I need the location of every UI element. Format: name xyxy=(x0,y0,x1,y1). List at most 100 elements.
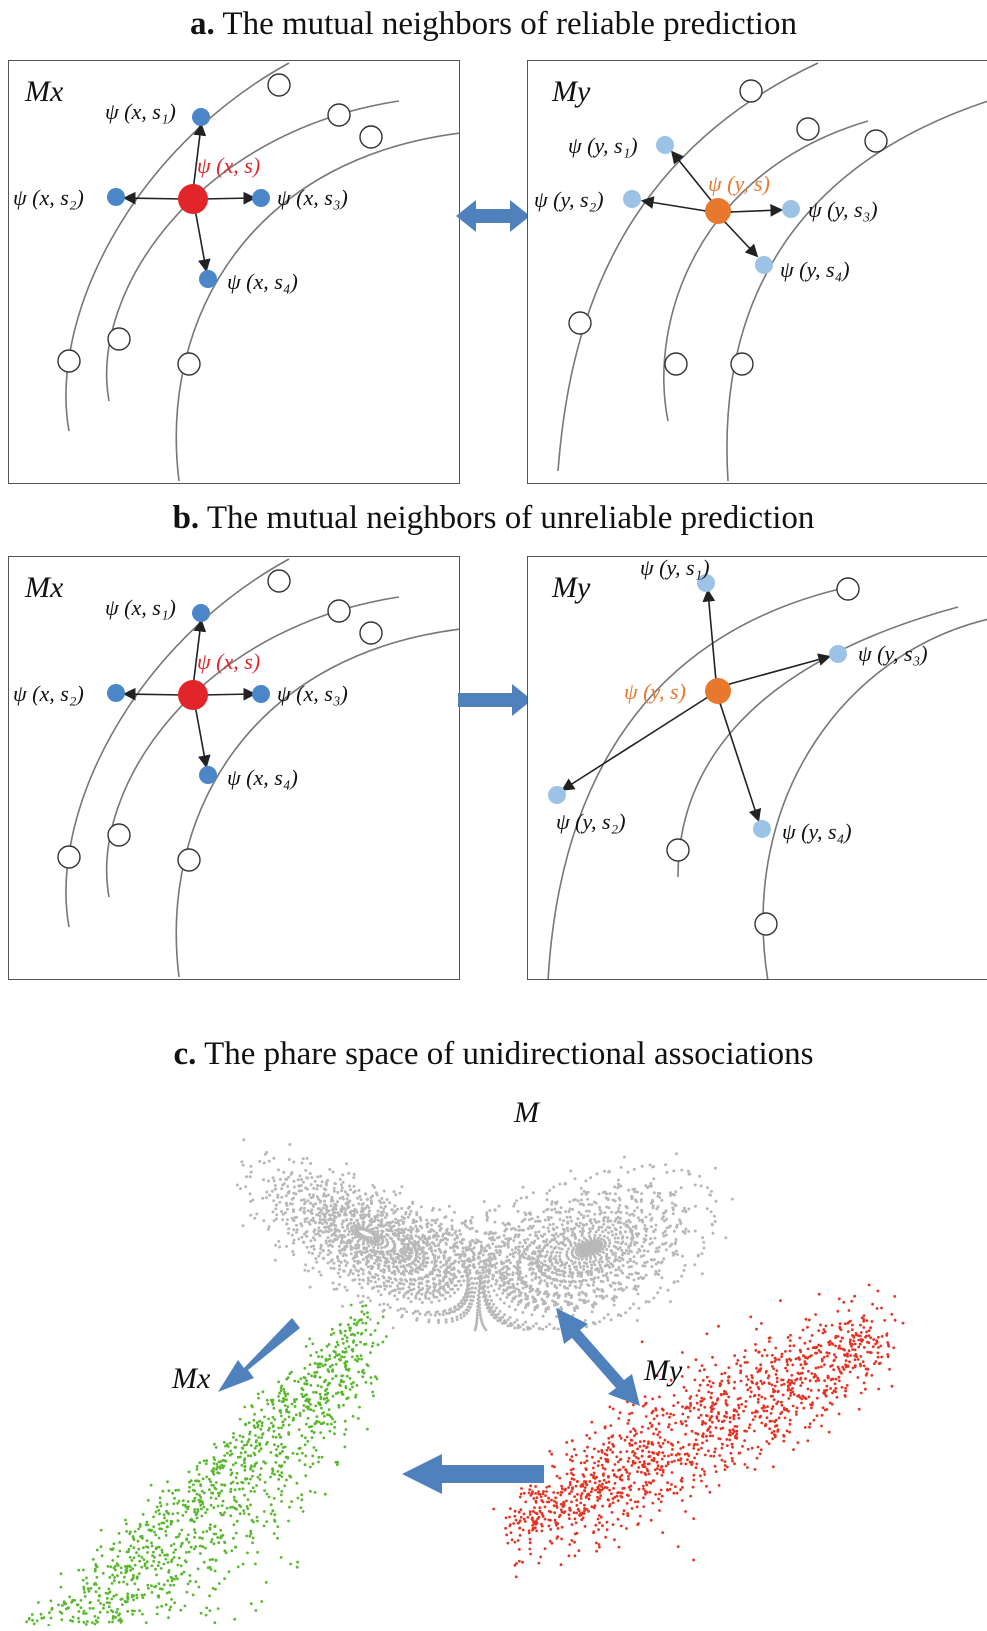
scatter-dot xyxy=(409,1277,412,1281)
scatter-dot xyxy=(570,1539,574,1542)
scatter-dot xyxy=(698,1383,702,1387)
scatter-dot xyxy=(430,1300,434,1304)
scatter-dot xyxy=(223,1459,227,1463)
scatter-dot xyxy=(426,1221,430,1225)
scatter-dot xyxy=(698,1369,702,1373)
scatter-dot xyxy=(398,1287,402,1291)
scatter-dot xyxy=(381,1315,385,1319)
scatter-dot xyxy=(505,1295,509,1299)
scatter-dot xyxy=(614,1245,618,1249)
scatter-dot xyxy=(348,1328,352,1332)
scatter-dot xyxy=(536,1263,540,1267)
scatter-dot xyxy=(485,1306,489,1310)
scatter-dot xyxy=(516,1277,520,1281)
scatter-dot xyxy=(355,1384,359,1387)
scatter-dot xyxy=(467,1246,471,1250)
scatter-dot xyxy=(474,1286,478,1290)
scatter-dot xyxy=(573,1260,577,1264)
scatter-dot xyxy=(409,1234,413,1238)
scatter-dot xyxy=(372,1275,376,1279)
scatter-dot xyxy=(391,1225,395,1229)
scatter-dot xyxy=(513,1320,517,1324)
scatter-dot xyxy=(660,1276,664,1280)
scatter-dot xyxy=(427,1318,431,1322)
scatter-dot xyxy=(577,1224,581,1228)
scatter-dot xyxy=(359,1354,363,1357)
scatter-dot xyxy=(409,1228,413,1232)
scatter-dot xyxy=(361,1278,365,1282)
scatter-dot xyxy=(414,1234,418,1238)
scatter-dot xyxy=(60,1618,64,1622)
scatter-dot xyxy=(578,1286,582,1290)
scatter-dot xyxy=(415,1220,419,1223)
scatter-dot xyxy=(276,1195,280,1199)
scatter-dot xyxy=(298,1411,302,1415)
scatter-dot xyxy=(469,1298,473,1302)
scatter-dot xyxy=(257,1436,261,1439)
scatter-dot xyxy=(160,1548,164,1552)
scatter-dot xyxy=(240,1440,244,1443)
scatter-dot xyxy=(437,1299,441,1303)
scatter-dot xyxy=(130,1578,134,1582)
scatter-dot xyxy=(587,1209,591,1213)
scatter-dot xyxy=(256,1519,259,1523)
scatter-dot xyxy=(548,1223,552,1227)
scatter-dot xyxy=(430,1260,434,1264)
scatter-dot xyxy=(476,1255,480,1259)
scatter-dot xyxy=(509,1261,512,1265)
scatter-dot xyxy=(131,1567,135,1571)
scatter-dot xyxy=(746,1466,749,1469)
scatter-dot xyxy=(506,1259,510,1263)
scatter-dot xyxy=(478,1265,482,1269)
scatter-dot xyxy=(538,1276,541,1279)
scatter-dot xyxy=(176,1519,180,1523)
scatter-dot xyxy=(610,1250,614,1254)
scatter-dot xyxy=(625,1220,629,1223)
scatter-dot xyxy=(298,1208,302,1212)
scatter-dot xyxy=(631,1233,634,1237)
scatter-dot xyxy=(240,1160,244,1164)
scatter-dot xyxy=(417,1291,421,1295)
scatter-dot xyxy=(589,1237,592,1241)
scatter-dot xyxy=(145,1566,148,1570)
scatter-dot xyxy=(484,1265,487,1269)
scatter-dot xyxy=(518,1254,522,1258)
scatter-dot xyxy=(439,1293,443,1297)
scatter-dot xyxy=(199,1484,203,1488)
scatter-dot xyxy=(141,1612,144,1616)
scatter-dot xyxy=(119,1619,123,1623)
scatter-dot xyxy=(458,1270,462,1274)
scatter-dot xyxy=(378,1256,382,1260)
scatter-dot xyxy=(605,1205,609,1209)
scatter-dot xyxy=(349,1218,353,1222)
scatter-dot xyxy=(420,1236,424,1240)
scatter-dot xyxy=(682,1268,686,1272)
scatter-dot xyxy=(453,1231,457,1235)
scatter-dot xyxy=(636,1470,639,1473)
scatter-dot xyxy=(259,1467,263,1470)
scatter-dot xyxy=(660,1198,664,1202)
scatter-dot xyxy=(225,1506,229,1510)
scatter-dot xyxy=(304,1399,308,1403)
scatter-dot xyxy=(351,1272,355,1276)
scatter-dot xyxy=(360,1370,364,1374)
scatter-dot xyxy=(346,1202,350,1206)
scatter-dot xyxy=(525,1246,529,1250)
scatter-dot xyxy=(559,1206,563,1210)
scatter-dot xyxy=(210,1538,214,1541)
scatter-dot xyxy=(608,1265,612,1269)
scatter-dot xyxy=(865,1319,869,1322)
scatter-dot xyxy=(581,1278,585,1282)
scatter-dot xyxy=(357,1370,360,1374)
scatter-dot xyxy=(305,1176,309,1180)
scatter-dot xyxy=(203,1491,206,1495)
scatter-dot xyxy=(444,1249,447,1253)
scatter-dot xyxy=(267,1428,270,1432)
scatter-dot xyxy=(605,1248,609,1251)
scatter-dot xyxy=(202,1505,206,1509)
scatter-dot xyxy=(310,1374,313,1378)
scatter-dot xyxy=(353,1358,357,1361)
scatter-dot xyxy=(327,1249,331,1252)
scatter-dot xyxy=(372,1245,376,1249)
scatter-dot xyxy=(444,1231,448,1235)
